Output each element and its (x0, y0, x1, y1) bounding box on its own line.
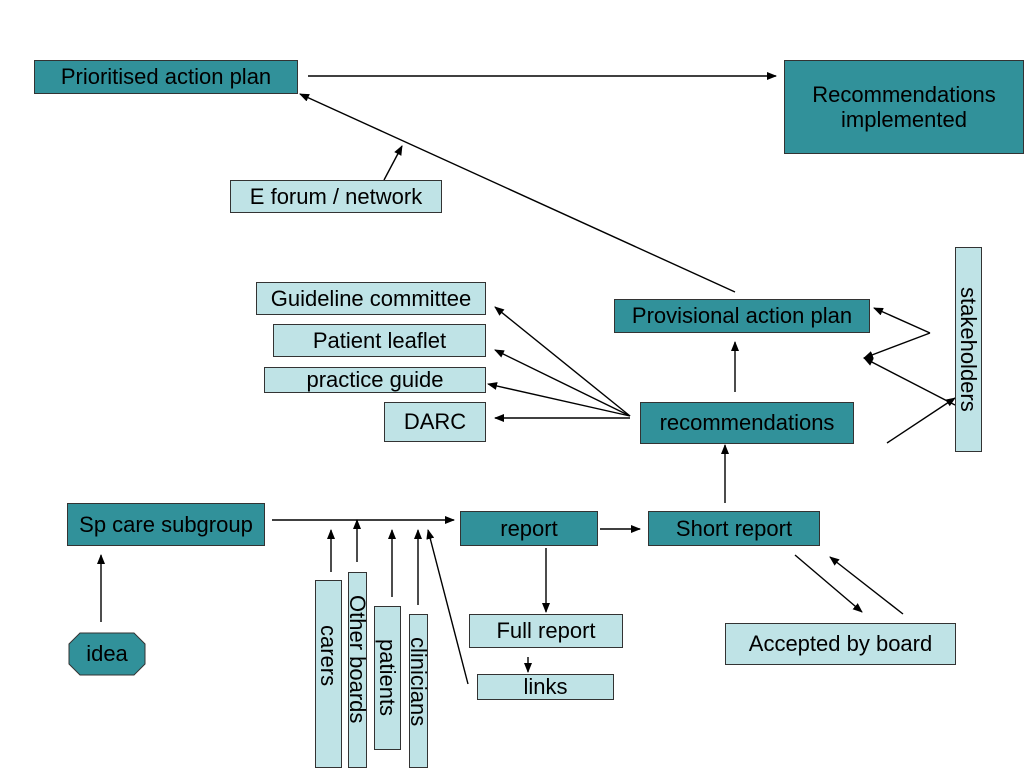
node-accepted-by-board: Accepted by board (725, 623, 956, 665)
arrow-recs-to-guideline (494, 306, 631, 417)
arrow-eforum-to-prioritised (383, 145, 403, 181)
arrow-short-report-to-board (794, 554, 863, 613)
arrow-recommendations-to-stakeholders (886, 397, 956, 444)
node-recommendations-implemented: Recommendations implemented (784, 60, 1024, 154)
octagon-shape (68, 632, 146, 676)
node-practice-guide: practice guide (264, 367, 486, 393)
arrow-recs-to-practice-guide (487, 382, 631, 417)
node-full-report: Full report (469, 614, 623, 648)
node-carers: carers (315, 580, 342, 768)
arrow-links-to-report (426, 529, 469, 685)
node-links: links (477, 674, 614, 700)
node-idea: idea (68, 632, 146, 676)
arrow-stakeholders-to-provisional-2 (863, 332, 931, 359)
node-other-boards: Other boards (345, 572, 370, 768)
node-recommendations: recommendations (640, 402, 854, 444)
node-patients: patients (374, 606, 401, 750)
node-clinicians: clinicians (406, 614, 431, 768)
arrow-stakeholders-to-provisional-1 (873, 307, 931, 334)
node-e-forum-network: E forum / network (230, 180, 442, 213)
arrow-board-to-short-report (829, 556, 904, 615)
node-patient-leaflet: Patient leaflet (273, 324, 486, 357)
node-sp-care-subgroup: Sp care subgroup (67, 503, 265, 546)
node-darc: DARC (384, 402, 486, 442)
arrow-stakeholders-to-provisional-3 (863, 357, 956, 406)
node-guideline-committee: Guideline committee (256, 282, 486, 315)
node-stakeholders: stakeholders (955, 247, 982, 452)
node-provisional-action-plan: Provisional action plan (614, 299, 870, 333)
arrow-recs-to-leaflet (494, 349, 631, 417)
node-short-report: Short report (648, 511, 820, 546)
node-report: report (460, 511, 598, 546)
node-prioritised-action-plan: Prioritised action plan (34, 60, 298, 94)
node-idea-label: idea (86, 641, 128, 666)
